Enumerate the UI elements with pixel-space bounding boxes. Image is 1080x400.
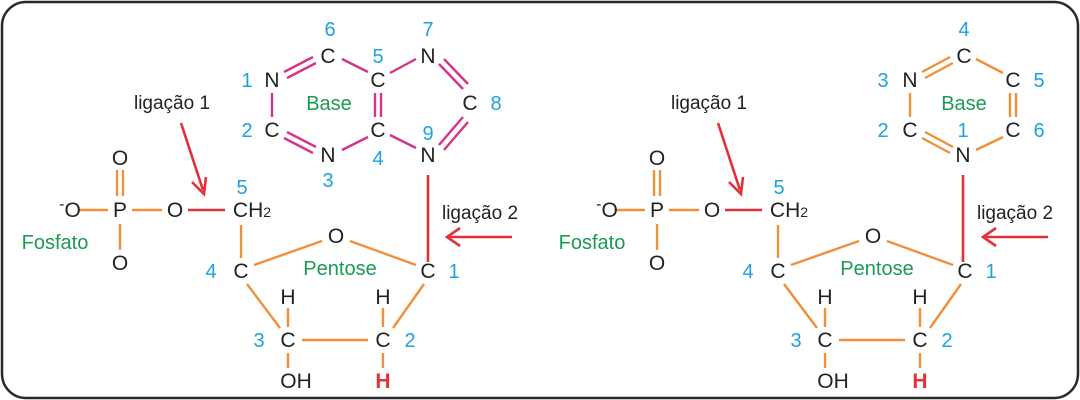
carbon-4: C (770, 260, 785, 283)
base-number-3: 3 (877, 70, 888, 92)
bond-2-arrow (444, 226, 512, 248)
number-4-prime: 4 (742, 261, 753, 283)
hydrogen-c3: H (817, 286, 832, 309)
base-number-7: 7 (422, 19, 433, 41)
base-atom-c8: C (462, 92, 477, 115)
carbon-4: C (233, 260, 248, 283)
bonds (615, 170, 962, 368)
base-atom-c4: C (370, 119, 385, 142)
base-atom-n3: N (320, 144, 335, 167)
carbon-1: C (957, 260, 972, 283)
number-1-prime: 1 (985, 261, 996, 283)
phosphate-o-minus: -O (59, 196, 81, 222)
base-atom-n9: N (420, 144, 435, 167)
phosphate-o-link: O (704, 199, 720, 222)
sugar-phosphate-backbone: -O P O O O Fosfato CH2 5 C 4 O C 1 Pento… (22, 93, 460, 393)
pyrimidine-base: N 1 C 2 N 3 C 4 C 5 C 6 Base ligação 2 (877, 19, 1053, 262)
base-atom-n1: N (955, 144, 970, 167)
base-number-8: 8 (490, 93, 501, 115)
base-number-3: 3 (322, 170, 333, 192)
base-atom-n1: N (264, 69, 279, 92)
number-5-prime: 5 (773, 177, 784, 199)
pentose-label: Pentose (840, 258, 913, 280)
phosphate-o-bottom: O (112, 252, 128, 275)
base-atom-c5: C (1005, 69, 1020, 92)
ch2-group: CH2 (233, 199, 271, 222)
base-bonds (908, 55, 1018, 155)
bond-1-arrow (179, 122, 208, 197)
bond-2-label: ligação 2 (977, 203, 1053, 224)
base-number-2: 2 (877, 120, 888, 142)
base-bonds (270, 55, 469, 155)
carbon-2: C (375, 329, 390, 352)
number-5-prime: 5 (236, 177, 247, 199)
pentose-label: Pentose (303, 258, 376, 280)
hydrogen-c2-highlight: H (375, 370, 390, 393)
base-atom-c2: C (264, 119, 279, 142)
phosphate-o-minus: -O (596, 196, 618, 222)
bonds (78, 170, 425, 368)
hydrogen-c2: H (912, 286, 927, 309)
phosphorus-atom: P (113, 199, 127, 222)
hydroxyl-group: OH (817, 370, 849, 393)
bond-2-label: ligação 2 (442, 203, 518, 224)
number-3-prime: 3 (790, 330, 801, 352)
base-atom-c6: C (320, 45, 335, 68)
phosphate-label: Fosfato (559, 232, 626, 254)
base-atom-c5: C (370, 69, 385, 92)
phosphate-label: Fosfato (22, 232, 89, 254)
bond-1-label: ligação 1 (134, 93, 210, 114)
hydrogen-c3: H (280, 286, 295, 309)
phosphate-o-top: O (649, 147, 665, 170)
hydrogen-c2: H (375, 286, 390, 309)
number-2-prime: 2 (941, 330, 952, 352)
phosphorus-atom: P (650, 199, 664, 222)
base-number-2: 2 (241, 120, 252, 142)
number-3-prime: 3 (253, 330, 264, 352)
hydrogen-c2-highlight: H (912, 370, 927, 393)
purine-base: N 1 C 2 N 3 C 4 C 5 C 6 N 7 C 8 N 9 Base… (241, 19, 518, 262)
base-label: Base (306, 93, 352, 115)
base-atom-c6: C (1005, 119, 1020, 142)
base-label: Base (941, 93, 987, 115)
phosphate-o-link: O (167, 199, 183, 222)
base-number-5: 5 (1033, 70, 1044, 92)
base-number-1: 1 (957, 120, 968, 142)
base-number-1: 1 (241, 70, 252, 92)
carbon-3: C (817, 329, 832, 352)
bond-2-arrow (980, 226, 1048, 248)
base-atom-c2: C (902, 119, 917, 142)
phosphate-o-top: O (112, 147, 128, 170)
ring-oxygen: O (865, 225, 881, 248)
base-number-4: 4 (958, 19, 969, 41)
base-atom-n7: N (420, 45, 435, 68)
base-atom-c4: C (956, 45, 971, 68)
bond-1-arrow (716, 122, 745, 197)
number-4-prime: 4 (205, 261, 216, 283)
number-1-prime: 1 (448, 261, 459, 283)
phosphate-o-bottom: O (649, 252, 665, 275)
ch2-group: CH2 (770, 199, 808, 222)
sugar-phosphate-backbone-right: -O P O O O Fosfato CH2 5 C 4 O C 1 Pento… (559, 93, 997, 393)
carbon-1: C (420, 260, 435, 283)
carbon-3: C (280, 329, 295, 352)
base-number-9: 9 (422, 123, 433, 145)
base-number-6: 6 (324, 19, 335, 41)
base-number-4: 4 (372, 148, 383, 170)
base-number-6: 6 (1033, 120, 1044, 142)
bond-1-label: ligação 1 (671, 93, 747, 114)
base-number-5: 5 (372, 46, 383, 68)
base-atom-n3: N (902, 69, 917, 92)
ring-oxygen: O (328, 225, 344, 248)
carbon-2: C (912, 329, 927, 352)
number-2-prime: 2 (404, 330, 415, 352)
hydroxyl-group: OH (280, 370, 312, 393)
